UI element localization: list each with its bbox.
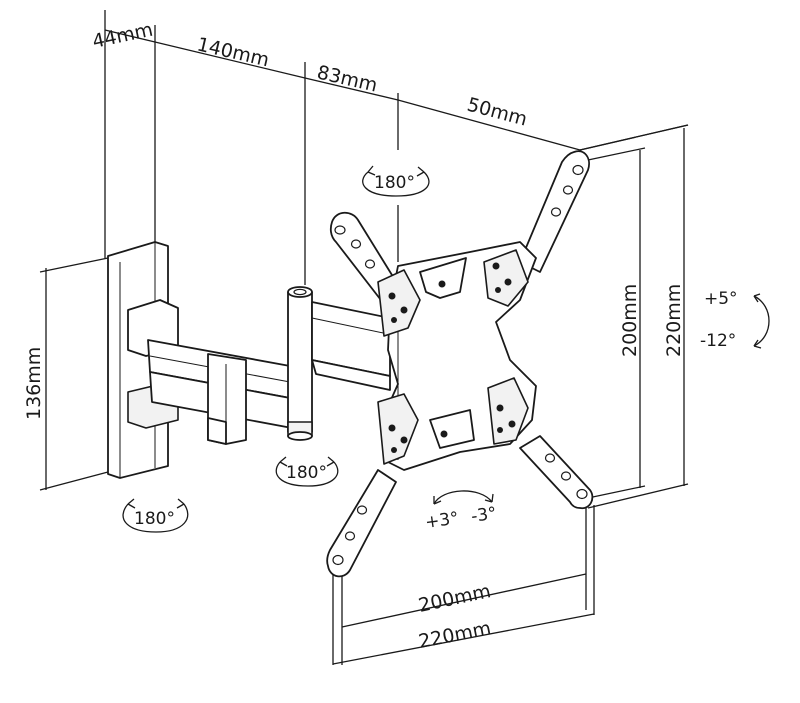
wall-swivel-arrow: [122, 498, 189, 533]
bracket-holes: [332, 164, 588, 566]
vesa-horizontal-dimension: [332, 500, 595, 665]
level-minus-label: -3°: [470, 504, 498, 527]
second-arm: [311, 301, 391, 391]
wall-plate: [107, 241, 179, 479]
wall-plate-height-dimension: [39, 257, 109, 491]
top-dimension-lines: [104, 10, 689, 285]
wall-swivel-label: 180°: [134, 509, 175, 529]
vesa-vertical-outer-label: 220mm: [663, 284, 685, 357]
vesa-vertical-dimension: [579, 124, 689, 509]
elbow-pivot: [287, 286, 313, 441]
elbow-swivel-label: 180°: [286, 463, 327, 483]
tilt-up-label: +5°: [704, 289, 738, 309]
wall-plate-height-label: 136mm: [23, 347, 45, 420]
tilt-down-label: -12°: [700, 331, 736, 351]
elbow-swivel-arrow: [275, 456, 339, 487]
level-rotation-arrow: [433, 490, 494, 505]
tilt-arrow: [753, 293, 770, 349]
head-swivel-label: 180°: [374, 173, 415, 193]
first-arm: [147, 339, 311, 445]
arm-second-segment-label: 83mm: [315, 61, 380, 96]
vesa-horizontal-outer-label: 220mm: [417, 617, 493, 653]
vesa-horizontal-inner-label: 200mm: [416, 580, 492, 617]
vesa-bracket: [326, 150, 594, 578]
level-plus-label: +3°: [424, 508, 460, 532]
vesa-vertical-inner-label: 200mm: [619, 284, 641, 357]
head-swivel-arrow: [362, 165, 430, 197]
arm-first-segment-label: 140mm: [195, 33, 271, 71]
wall-plate-depth-label: 44mm: [90, 19, 154, 53]
bracket-bolts: [388, 262, 516, 453]
bracket-offset-label: 50mm: [465, 94, 530, 131]
